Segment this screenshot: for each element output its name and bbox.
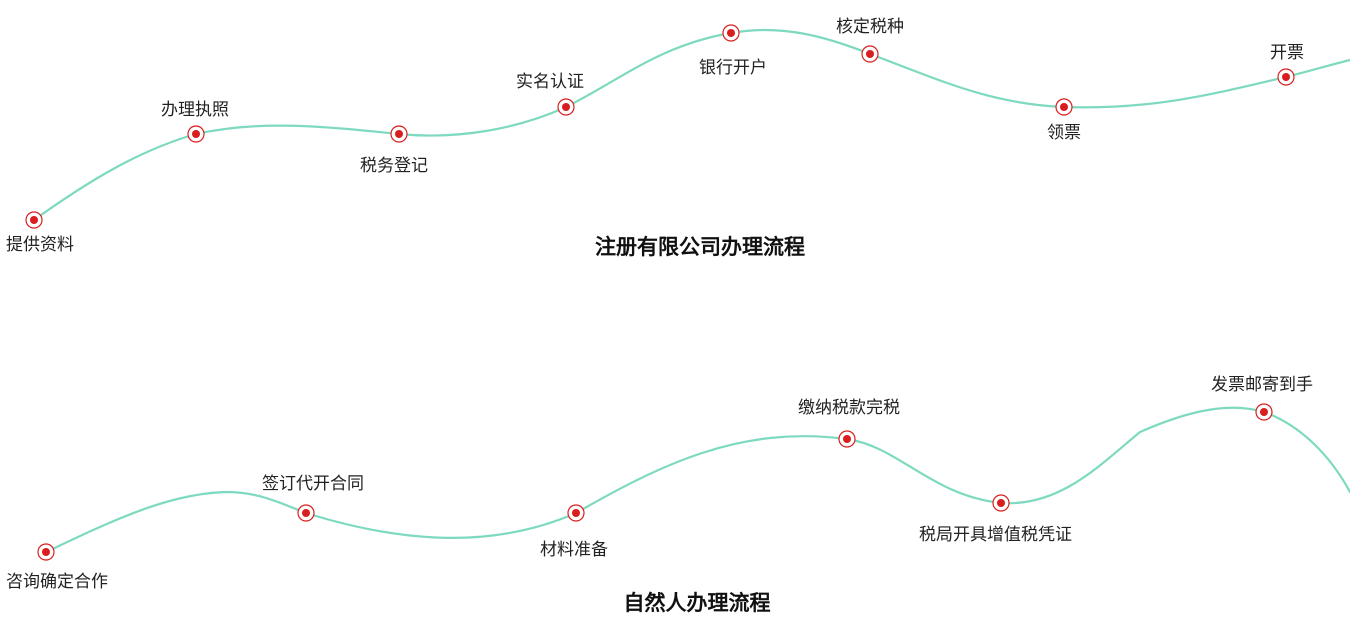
company-step-8: 开票 <box>1270 43 1304 86</box>
individual-flow-curve <box>44 406 1350 554</box>
individual-step-4: 缴纳税款完税 <box>798 398 900 448</box>
section-title: 注册有限公司办理流程 <box>595 235 805 259</box>
step-node-dot <box>997 499 1005 507</box>
step-node-dot <box>1060 103 1068 111</box>
step-node-dot <box>866 50 874 58</box>
step-node-dot <box>302 509 310 517</box>
company-flow-curve <box>32 28 1350 222</box>
company-step-3: 税务登记 <box>360 125 428 176</box>
individual-step-3: 材料准备 <box>540 504 608 560</box>
individual-step-5: 税局开具增值税凭证 <box>919 494 1072 545</box>
individual-step-6: 发票邮寄到手 <box>1211 375 1313 421</box>
individual-step-1: 咨询确定合作 <box>6 543 108 592</box>
step-label: 办理执照 <box>161 100 229 120</box>
step-label: 材料准备 <box>540 540 608 560</box>
step-node-dot <box>1282 73 1290 81</box>
step-label: 开票 <box>1270 43 1304 63</box>
step-node-dot <box>843 435 851 443</box>
step-label: 实名认证 <box>516 72 584 92</box>
step-label: 咨询确定合作 <box>6 572 108 592</box>
step-node-dot <box>572 509 580 517</box>
section-title: 自然人办理流程 <box>624 591 771 615</box>
company-step-6: 核定税种 <box>836 17 904 63</box>
step-node-dot <box>562 103 570 111</box>
step-label: 核定税种 <box>836 17 904 37</box>
company-step-4: 实名认证 <box>516 72 584 116</box>
step-label: 签订代开合同 <box>262 474 364 494</box>
step-node-dot <box>1260 408 1268 416</box>
step-label: 银行开户 <box>699 58 767 78</box>
step-label: 税务登记 <box>360 156 428 176</box>
company-step-7: 领票 <box>1047 98 1081 143</box>
step-label: 缴纳税款完税 <box>798 398 900 418</box>
step-node-dot <box>42 548 50 556</box>
step-label: 税局开具增值税凭证 <box>919 525 1072 545</box>
step-node-dot <box>30 216 38 224</box>
company-step-2: 办理执照 <box>161 100 229 143</box>
step-node-dot <box>192 130 200 138</box>
step-label: 领票 <box>1047 123 1081 143</box>
step-label: 发票邮寄到手 <box>1211 375 1313 395</box>
step-node-dot <box>727 29 735 37</box>
company-step-5: 银行开户 <box>699 24 767 78</box>
company-flow: 提供资料 办理执照 税务登记 实名认证 银行开户 核定税种 <box>6 17 1350 259</box>
company-step-1: 提供资料 <box>6 211 74 255</box>
step-node-dot <box>395 130 403 138</box>
step-label: 提供资料 <box>6 235 74 255</box>
individual-flow: 咨询确定合作 签订代开合同 材料准备 缴纳税款完税 税局开具增值税凭证 发票邮寄… <box>6 375 1350 615</box>
individual-step-2: 签订代开合同 <box>262 474 364 522</box>
